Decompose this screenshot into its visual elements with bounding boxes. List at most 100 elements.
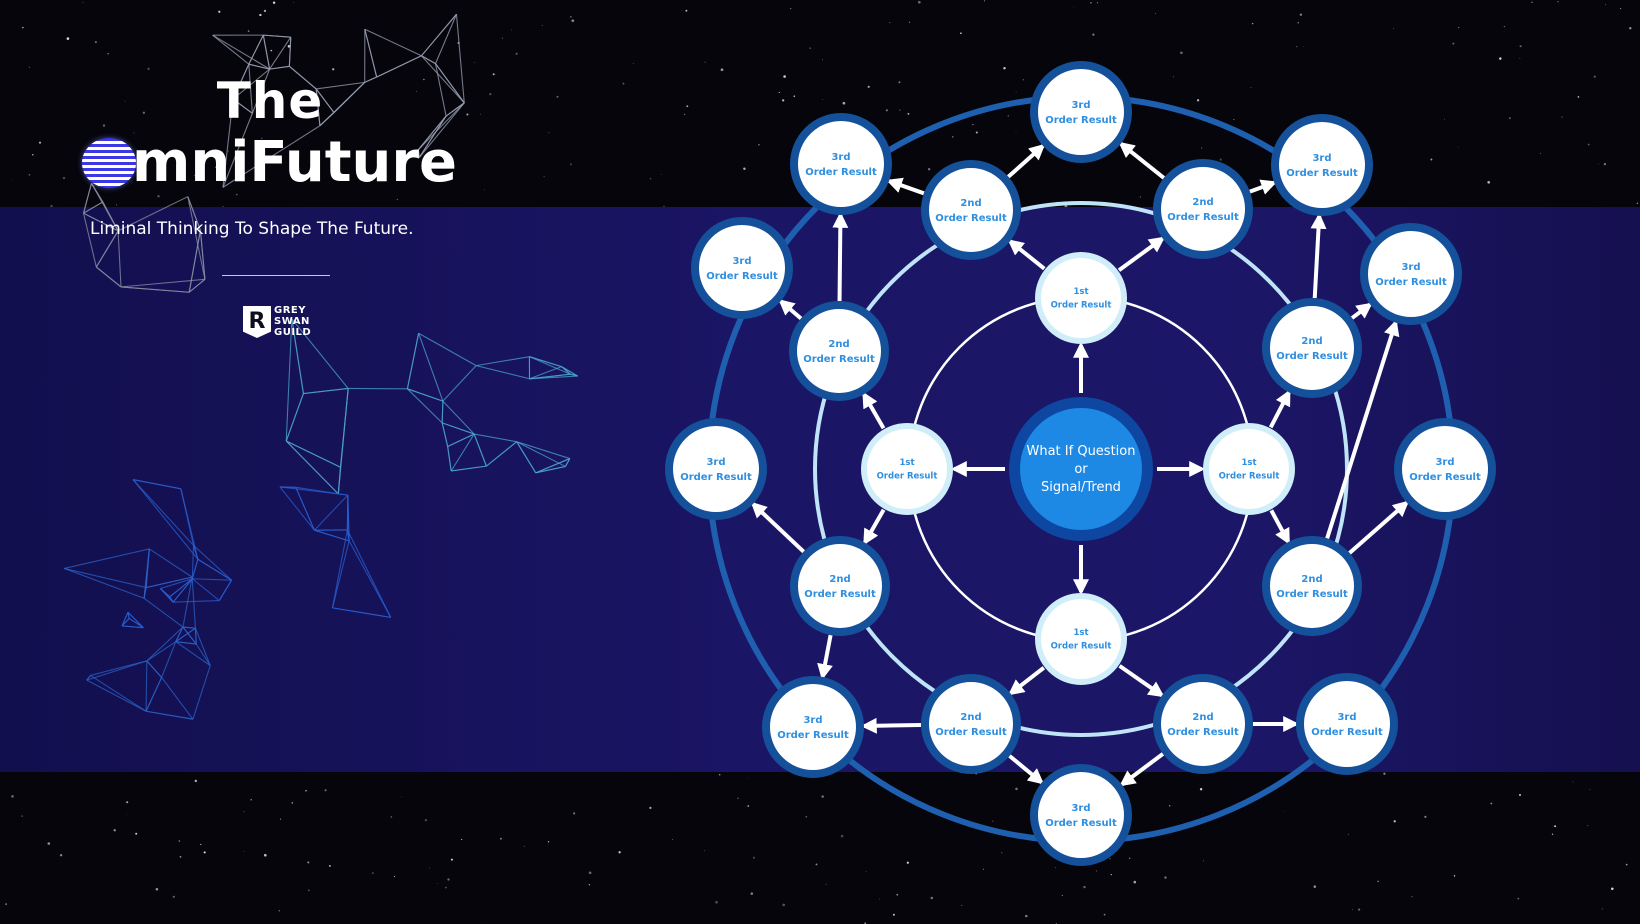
arrow-2nd-to-3rd: [1007, 143, 1046, 179]
mesh-line: [121, 618, 130, 627]
star: [805, 815, 808, 818]
mesh-line: [279, 486, 315, 531]
star: [825, 883, 827, 885]
mesh-line: [128, 617, 144, 629]
star: [1103, 913, 1106, 916]
star: [889, 22, 891, 24]
star: [135, 832, 138, 835]
star: [523, 845, 525, 847]
logo-wordmark: GREY SWAN GUILD: [274, 305, 311, 338]
mesh-line: [435, 63, 465, 104]
mesh-line: [145, 576, 193, 589]
star: [1444, 118, 1446, 120]
star: [424, 819, 428, 822]
star: [272, 1, 276, 4]
star: [737, 797, 739, 800]
star: [499, 837, 502, 840]
star: [1022, 79, 1025, 81]
mesh-line: [82, 183, 93, 214]
star: [307, 861, 310, 864]
mesh-line: [316, 81, 365, 90]
second-order-node-label-2: Order Result: [1276, 351, 1348, 362]
mesh-line: [473, 433, 487, 467]
star: [113, 829, 116, 832]
arrow-1st-to-2nd: [1117, 236, 1166, 272]
mesh-line: [529, 356, 571, 375]
star: [215, 166, 218, 169]
mesh-line: [193, 544, 232, 581]
star: [1531, 1, 1533, 3]
mesh-line: [83, 201, 104, 214]
star: [1603, 162, 1607, 166]
star: [93, 185, 95, 186]
star: [172, 895, 175, 898]
star: [1554, 825, 1557, 828]
star: [821, 795, 824, 798]
mesh-line: [145, 660, 148, 712]
third-order-node-label-2: Order Result: [805, 167, 877, 178]
second-order-node-label-1: 2nd: [1301, 336, 1322, 347]
star: [1352, 909, 1353, 911]
mesh-line: [442, 400, 475, 435]
star: [951, 136, 954, 138]
star: [423, 78, 425, 81]
star: [983, 868, 984, 870]
star: [649, 177, 652, 180]
arrow-1st-to-2nd: [1118, 664, 1165, 698]
third-order-node-label-2: Order Result: [777, 730, 849, 741]
mesh-line: [191, 559, 199, 579]
star: [570, 16, 572, 18]
mesh-line: [529, 356, 562, 368]
star: [261, 137, 263, 140]
arrow-2nd-to-3rd: [817, 634, 833, 681]
mesh-line: [476, 356, 530, 367]
star: [747, 777, 749, 779]
star: [892, 913, 895, 916]
star: [1490, 802, 1493, 805]
star: [287, 44, 291, 48]
second-order-node-label-2: Order Result: [1167, 727, 1239, 738]
star: [790, 8, 792, 10]
mesh-line: [285, 318, 293, 442]
star: [672, 838, 673, 840]
mesh-line: [417, 115, 447, 151]
star: [1061, 894, 1063, 897]
star: [1589, 789, 1591, 790]
star: [116, 204, 118, 206]
star: [809, 47, 811, 49]
star: [1519, 45, 1522, 48]
star: [1539, 152, 1541, 154]
star: [416, 91, 417, 92]
center-node-label: What If Question: [1027, 444, 1136, 459]
mesh-line: [146, 660, 163, 678]
star: [484, 189, 486, 191]
second-order-node-label-2: Order Result: [935, 213, 1007, 224]
second-order-node-label-2: Order Result: [804, 589, 876, 600]
second-order-node-label-1: 2nd: [1192, 197, 1213, 208]
arrow-2nd-to-3rd: [860, 717, 922, 734]
star: [324, 789, 327, 792]
mesh-line: [447, 446, 452, 472]
mesh-line: [222, 113, 253, 188]
center-node-circle: [1020, 408, 1142, 530]
mesh-line: [195, 643, 211, 666]
mesh-line: [194, 627, 211, 666]
mesh-line: [86, 679, 147, 712]
star: [622, 82, 625, 85]
star: [632, 63, 634, 64]
star: [840, 834, 844, 838]
star: [1551, 833, 1554, 835]
star: [1518, 793, 1522, 797]
mesh-line: [418, 102, 465, 158]
star: [908, 21, 911, 23]
star: [450, 858, 453, 861]
mesh-line: [127, 611, 144, 629]
mesh-line: [82, 213, 97, 268]
